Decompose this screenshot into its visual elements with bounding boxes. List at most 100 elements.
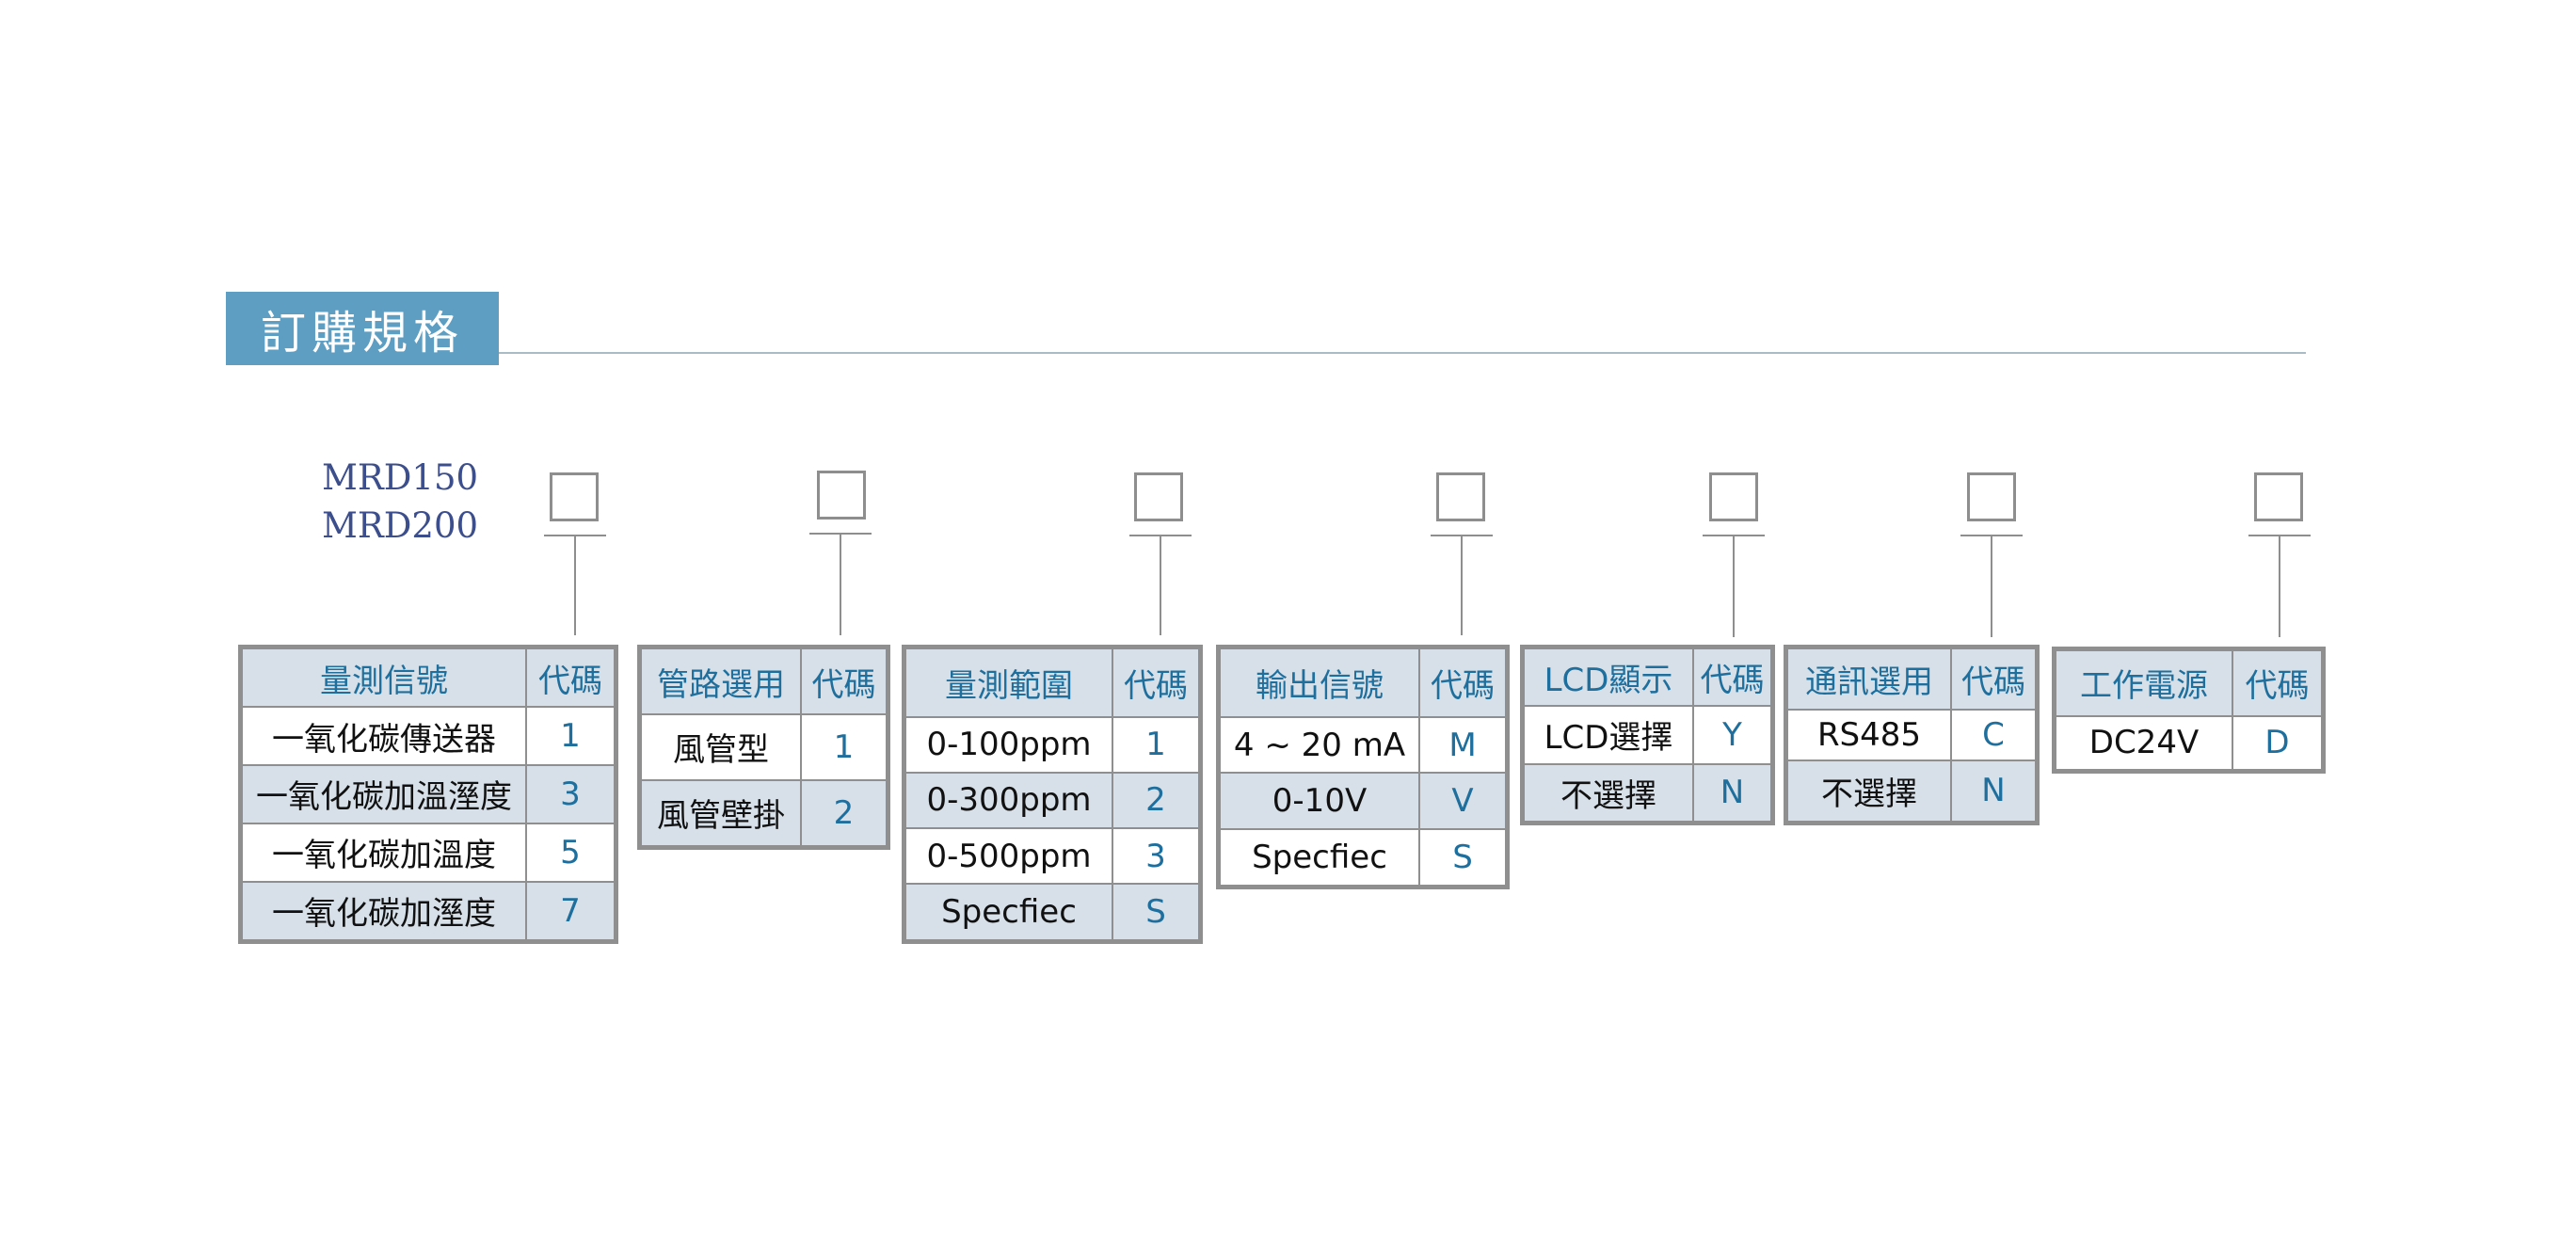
code-column-header: 代碼 (2232, 647, 2325, 717)
table-row: 不選擇 N (1784, 759, 2039, 824)
option-code: 5 (525, 822, 617, 883)
table-row: Specfiec S (1217, 827, 1509, 888)
table-header-row: 工作電源 代碼 (2053, 647, 2325, 717)
table-row: Specfiec S (903, 883, 1202, 943)
code-slot-1-connector (574, 536, 576, 635)
table-row: 4 ~ 20 mA M (1217, 715, 1509, 775)
option-label: Specfiec (1217, 827, 1420, 888)
option-label: 不選擇 (1521, 762, 1694, 824)
option-code: S (1418, 827, 1509, 888)
option-label: 4 ~ 20 mA (1217, 715, 1420, 775)
option-code: S (1112, 883, 1202, 943)
column-header: 管路選用 (638, 646, 802, 716)
table-row: 0-300ppm 2 (903, 771, 1202, 829)
table-row: 一氧化碳傳送器 1 (239, 706, 617, 767)
table-row: RS485 C (1784, 709, 2039, 761)
option-code: Y (1692, 705, 1774, 765)
table-header-row: 通訊選用 代碼 (1784, 646, 2039, 711)
option-code: 7 (525, 880, 617, 943)
code-column-header: 代碼 (1950, 646, 2039, 711)
option-code: 1 (1112, 715, 1202, 774)
option-label: 一氧化碳加溫溼度 (239, 764, 527, 824)
column-header: 通訊選用 (1784, 646, 1952, 711)
code-slot-6-box (1967, 472, 2016, 521)
table-row: 0-10V V (1217, 772, 1509, 830)
option-label: Specfiec (903, 883, 1113, 943)
option-label: DC24V (2053, 714, 2233, 773)
option-label: 0-500ppm (903, 826, 1113, 886)
option-code: 3 (525, 764, 617, 824)
option-code: 1 (525, 706, 617, 767)
code-slot-3-box (1134, 472, 1183, 521)
option-code: 1 (800, 713, 889, 781)
code-column-header: 代碼 (1112, 646, 1202, 718)
table-row: DC24V D (2053, 714, 2325, 773)
option-code: 3 (1112, 826, 1202, 886)
table-row: 風管型 1 (638, 713, 889, 781)
option-code: N (1692, 762, 1774, 824)
table-row: 一氧化碳加溫度 5 (239, 822, 617, 883)
option-label: 一氧化碳加溼度 (239, 880, 527, 943)
model-name: MRD200 (322, 505, 479, 546)
column-header: 工作電源 (2053, 647, 2233, 717)
code-slot-5-box (1709, 472, 1758, 521)
code-slot-1-box (550, 472, 599, 521)
code-slot-2-box (817, 471, 866, 520)
option-label: 0-100ppm (903, 715, 1113, 774)
option-code: C (1950, 709, 2039, 761)
measurement-range-table: 量測範圍 代碼 0-100ppm 1 0-300ppm 2 0-500ppm 3… (902, 645, 1203, 944)
option-code: D (2232, 714, 2325, 773)
code-column-header: 代碼 (1692, 646, 1774, 708)
code-slot-7-box (2254, 472, 2303, 521)
code-column-header: 代碼 (800, 646, 889, 716)
table-row: 0-100ppm 1 (903, 715, 1202, 774)
option-label: 風管型 (638, 713, 802, 781)
lcd-display-table: LCD顯示 代碼 LCD選擇 Y 不選擇 N (1520, 645, 1775, 825)
option-code: 2 (800, 778, 889, 849)
option-label: 0-300ppm (903, 771, 1113, 829)
code-slot-2-connector (840, 534, 841, 635)
table-header-row: 輸出信號 代碼 (1217, 646, 1509, 718)
option-label: RS485 (1784, 709, 1952, 761)
column-header: LCD顯示 (1521, 646, 1694, 708)
output-signal-table: 輸出信號 代碼 4 ~ 20 mA M 0-10V V Specfiec S (1216, 645, 1510, 889)
code-column-header: 代碼 (1418, 646, 1509, 718)
pipe-type-table: 管路選用 代碼 風管型 1 風管壁掛 2 (637, 645, 890, 850)
column-header: 量測信號 (239, 646, 527, 709)
code-slot-4-connector (1461, 536, 1463, 635)
option-code: N (1950, 759, 2039, 824)
model-list: MRD150 MRD200 (322, 454, 478, 550)
option-code: 2 (1112, 771, 1202, 829)
communication-table: 通訊選用 代碼 RS485 C 不選擇 N (1784, 645, 2040, 825)
section-title: 訂購規格 (226, 292, 499, 365)
table-header-row: 管路選用 代碼 (638, 646, 889, 716)
option-label: 不選擇 (1784, 759, 1952, 824)
code-slot-4-box (1436, 472, 1485, 521)
table-row: 風管壁掛 2 (638, 778, 889, 849)
table-row: 一氧化碳加溫溼度 3 (239, 764, 617, 824)
code-slot-7-connector (2279, 536, 2280, 637)
option-label: 一氧化碳傳送器 (239, 706, 527, 767)
power-supply-table: 工作電源 代碼 DC24V D (2052, 647, 2326, 774)
table-header-row: 量測信號 代碼 (239, 646, 617, 709)
column-header: 輸出信號 (1217, 646, 1420, 718)
option-label: 0-10V (1217, 772, 1420, 830)
model-name: MRD150 (322, 457, 479, 498)
code-slot-6-connector (1991, 536, 1992, 637)
option-label: 風管壁掛 (638, 778, 802, 849)
table-header-row: 量測範圍 代碼 (903, 646, 1202, 718)
option-label: LCD選擇 (1521, 705, 1694, 765)
option-label: 一氧化碳加溫度 (239, 822, 527, 883)
table-row: LCD選擇 Y (1521, 705, 1774, 765)
measurement-signal-table: 量測信號 代碼 一氧化碳傳送器 1 一氧化碳加溫溼度 3 一氧化碳加溫度 5 一… (238, 645, 618, 944)
table-row: 0-500ppm 3 (903, 826, 1202, 886)
table-row: 不選擇 N (1521, 762, 1774, 824)
column-header: 量測範圍 (903, 646, 1113, 718)
option-code: V (1418, 772, 1509, 830)
option-code: M (1418, 715, 1509, 775)
table-header-row: LCD顯示 代碼 (1521, 646, 1774, 708)
title-divider (499, 352, 2306, 354)
table-row: 一氧化碳加溼度 7 (239, 880, 617, 943)
code-slot-5-connector (1733, 536, 1735, 637)
code-slot-3-connector (1160, 536, 1161, 635)
